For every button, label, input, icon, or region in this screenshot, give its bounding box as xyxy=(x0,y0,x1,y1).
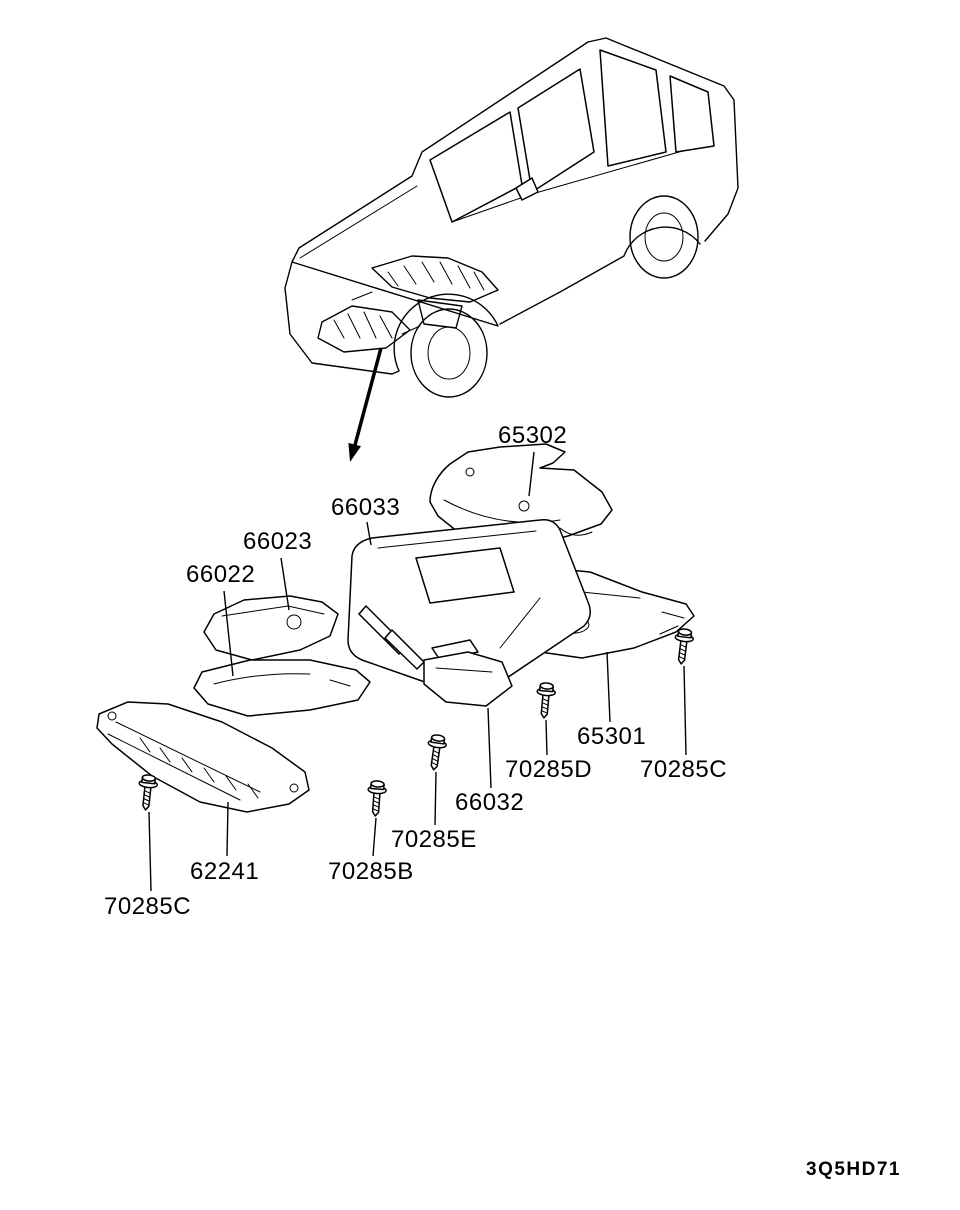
leader-66023 xyxy=(280,557,290,611)
part-label-66032: 66032 xyxy=(455,789,525,816)
part-label-66033: 66033 xyxy=(331,494,401,521)
part-label-66023: 66023 xyxy=(243,528,313,555)
leader-65302 xyxy=(528,451,535,497)
part-label-66022: 66022 xyxy=(186,561,256,588)
panel-66033-drawing xyxy=(347,518,591,698)
rear-door-window xyxy=(599,49,667,167)
car-body-outline xyxy=(284,37,739,375)
part-label-70285E: 70285E xyxy=(391,826,477,853)
rear-wheel xyxy=(629,195,699,279)
leader-66033 xyxy=(366,521,372,546)
side-mirror xyxy=(515,177,539,201)
leader-70285C-right xyxy=(683,665,687,756)
part-label-65302: 65302 xyxy=(498,422,568,449)
front-door-window xyxy=(517,68,595,193)
leader-66032 xyxy=(487,707,492,789)
bolt-icon xyxy=(135,773,159,812)
part-label-70285C-right: 70285C xyxy=(640,756,728,783)
leader-70285D xyxy=(545,719,548,756)
part-label-65301: 65301 xyxy=(577,723,647,750)
part-label-70285B: 70285B xyxy=(328,858,414,885)
leader-lines xyxy=(148,451,687,892)
bolt-icon xyxy=(423,733,449,772)
bolt-icon xyxy=(671,627,696,666)
windshield xyxy=(429,111,523,223)
arrow-icon xyxy=(348,347,383,462)
hood-crease-line xyxy=(299,185,418,259)
panel-66023-drawing xyxy=(203,595,339,661)
bolt-icon xyxy=(534,681,557,720)
vehicle-overview-illustration xyxy=(284,37,739,398)
part-label-70285C-left: 70285C xyxy=(104,893,192,920)
diagram-code: 3Q5HD71 xyxy=(806,1159,901,1180)
leader-70285B xyxy=(372,817,377,857)
panel-62241-drawing xyxy=(96,701,310,813)
leader-65301 xyxy=(606,651,611,723)
quarter-window xyxy=(669,75,715,153)
front-wheel xyxy=(410,308,488,398)
leader-70285E xyxy=(434,771,437,826)
bracket-66032-drawing xyxy=(423,639,513,707)
leader-70285C-left xyxy=(148,811,152,892)
leader-66022 xyxy=(223,590,234,677)
panel-66022-drawing xyxy=(193,659,371,717)
bolt-icon xyxy=(365,779,388,818)
part-label-70285D: 70285D xyxy=(505,756,593,783)
leader-62241 xyxy=(226,801,229,857)
underbody-covers-in-situ xyxy=(317,255,499,353)
part-label-62241: 62241 xyxy=(190,858,260,885)
